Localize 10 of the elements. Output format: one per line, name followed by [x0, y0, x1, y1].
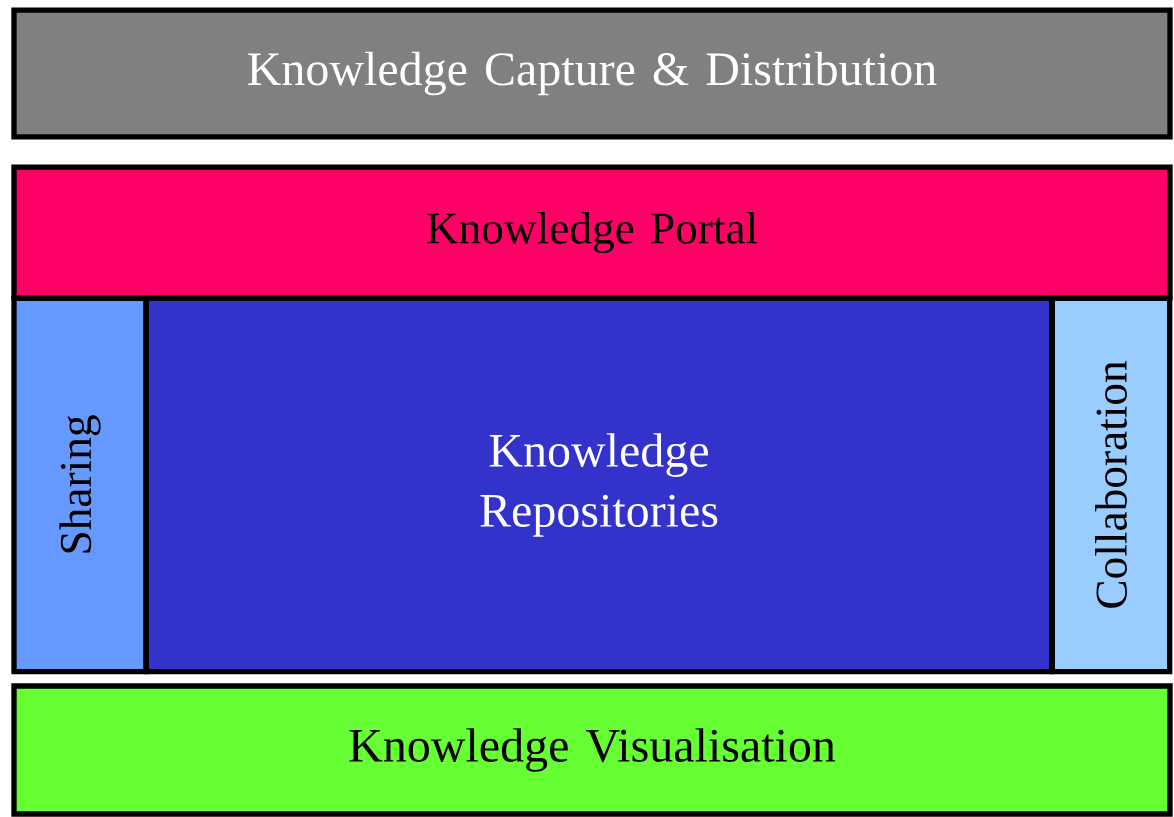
- box-label: Knowledge Repositories: [480, 433, 718, 537]
- box: [11, 164, 1173, 301]
- box-label: Knowledge Capture & Distribution: [248, 51, 937, 96]
- box-label: Collaboration: [1095, 361, 1127, 608]
- box: [1049, 295, 1173, 675]
- box-label: Knowledge Portal: [427, 211, 758, 254]
- box-label: Sharing: [59, 415, 101, 553]
- box-label: Knowledge Visualisation: [349, 728, 836, 772]
- box: [11, 7, 1173, 140]
- box: [11, 683, 1173, 817]
